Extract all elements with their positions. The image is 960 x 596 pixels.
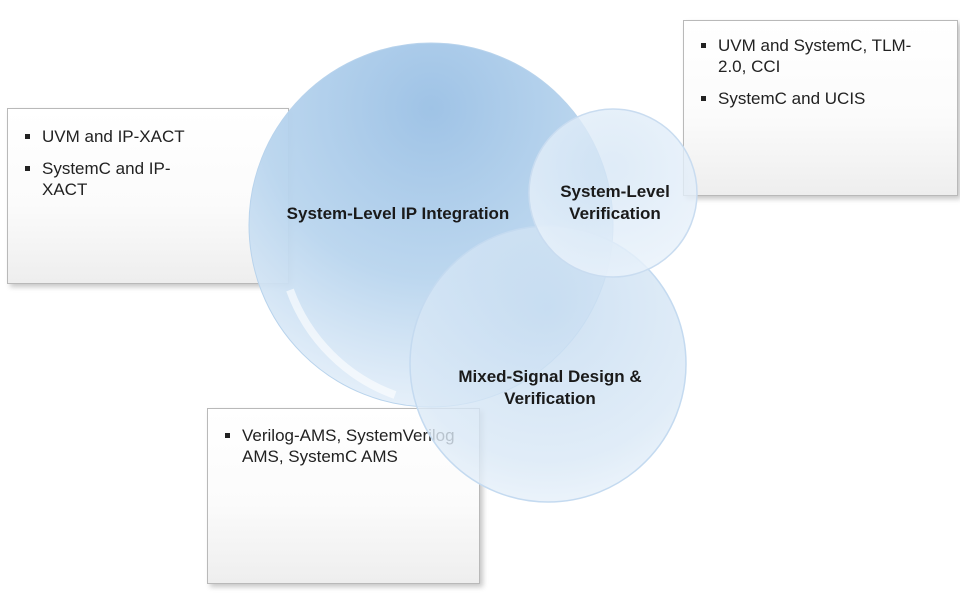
verification-circle xyxy=(528,108,698,278)
mixed-signal-label: Mixed-Signal Design & Verification xyxy=(458,367,642,408)
list-item: SystemC and IP-XACT xyxy=(18,158,182,200)
left-bullet-list: UVM and IP-XACT SystemC and IP-XACT xyxy=(18,126,278,200)
list-item: Verilog-AMS, SystemVerilog AMS, SystemC … xyxy=(218,425,462,467)
list-item: SystemC and UCIS xyxy=(694,88,947,109)
bullet-icon xyxy=(225,433,230,438)
list-item-text: SystemC and UCIS xyxy=(718,89,866,108)
list-item-text: UVM and SystemC, TLM-2.0, CCI xyxy=(718,36,912,76)
verification-label: System-Level Verification xyxy=(560,182,670,223)
list-item-text: SystemC and IP-XACT xyxy=(42,159,171,199)
bottom-bullet-list: Verilog-AMS, SystemVerilog AMS, SystemC … xyxy=(218,425,469,467)
list-item: UVM and SystemC, TLM-2.0, CCI xyxy=(694,35,933,77)
ip-integration-label: System-Level IP Integration xyxy=(286,204,510,223)
list-item-text: Verilog-AMS, SystemVerilog AMS, SystemC … xyxy=(242,426,455,466)
bottom-text-box: Verilog-AMS, SystemVerilog AMS, SystemC … xyxy=(207,408,480,584)
bullet-icon xyxy=(25,166,30,171)
bullet-icon xyxy=(701,43,706,48)
bullet-icon xyxy=(701,96,706,101)
circle-highlight xyxy=(286,288,397,399)
bullet-icon xyxy=(25,134,30,139)
left-text-box: UVM and IP-XACT SystemC and IP-XACT xyxy=(7,108,289,284)
list-item-text: UVM and IP-XACT xyxy=(42,127,185,146)
right-bullet-list: UVM and SystemC, TLM-2.0, CCI SystemC an… xyxy=(694,35,947,109)
right-text-box: UVM and SystemC, TLM-2.0, CCI SystemC an… xyxy=(683,20,958,196)
list-item: UVM and IP-XACT xyxy=(18,126,278,147)
